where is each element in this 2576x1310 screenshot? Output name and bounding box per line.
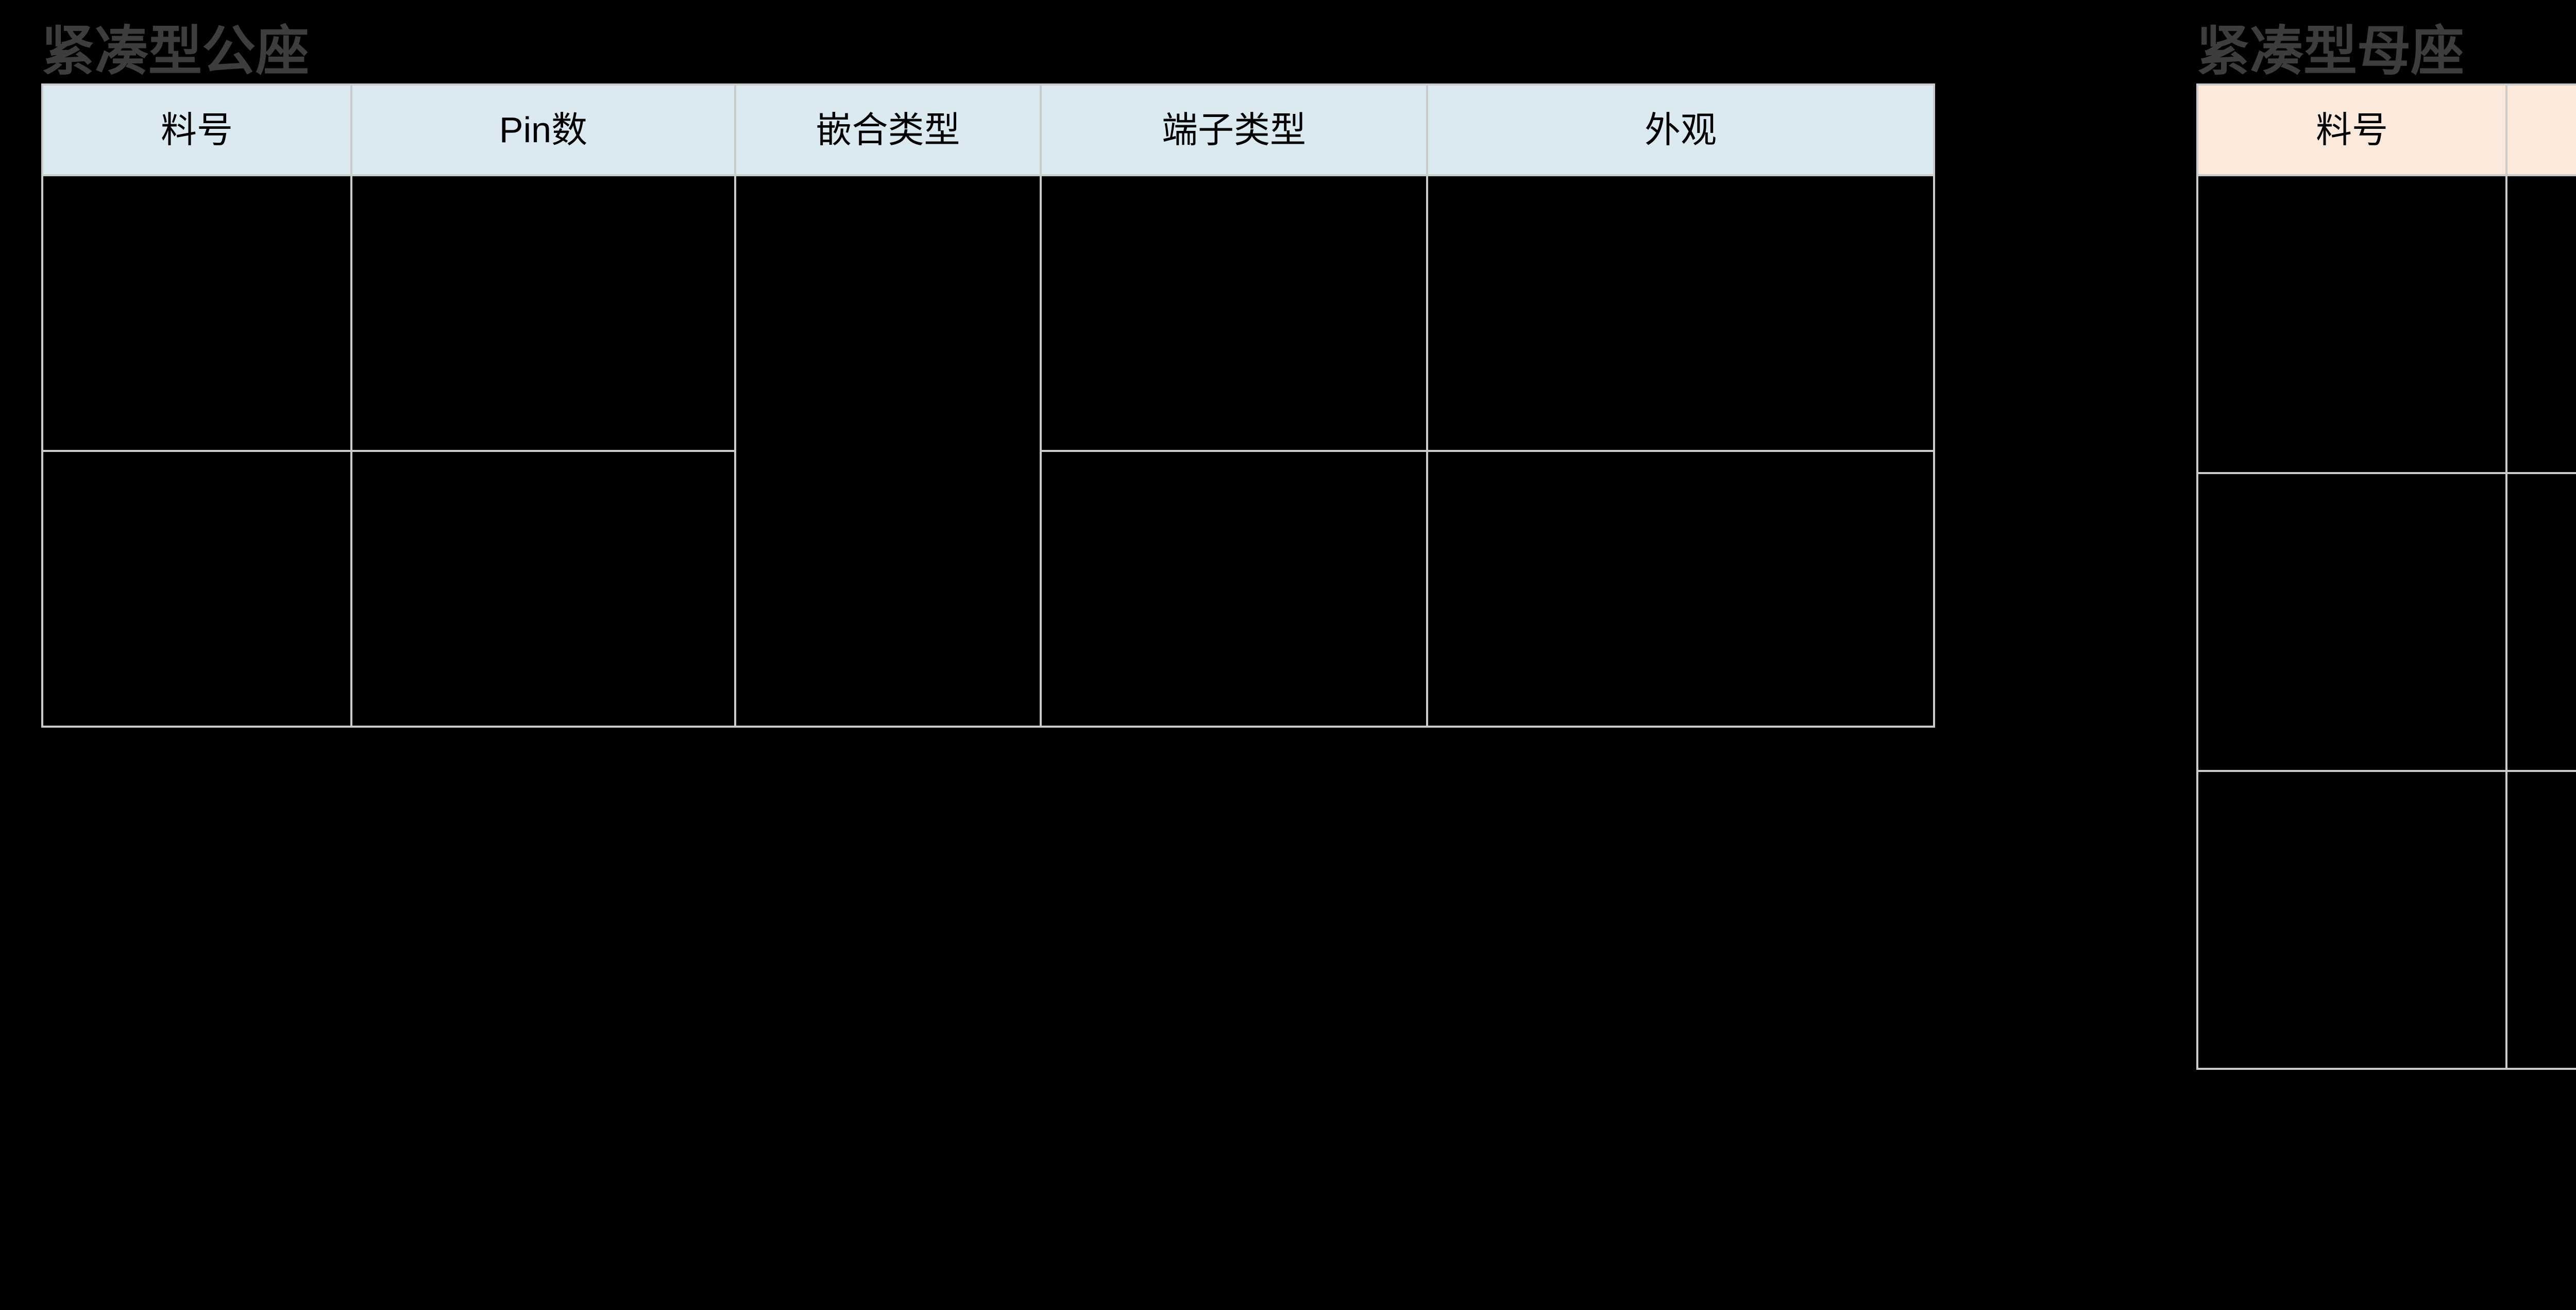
cell-part-no[interactable] [41,450,352,728]
cell-terminal-type[interactable] [1040,450,1428,728]
cell-part-no[interactable] [2196,472,2507,772]
table-row[interactable] [2196,472,2576,772]
column-header-pin-count[interactable]: Pin数 [350,83,736,176]
cell-appearance[interactable] [1426,174,1935,452]
panel-compact-female: 紧凑型母座 料号 Pin数 嵌合类型 外观 [2156,0,2576,1070]
cell-terminal-type[interactable] [1040,174,1428,452]
cell-pin-count[interactable] [350,450,736,728]
column-header-appearance[interactable]: 外观 [1426,83,1935,176]
panel-title-female: 紧凑型母座 [2196,22,2465,81]
table-body-female [2196,174,2576,1070]
table-row[interactable] [41,174,1935,728]
header-row: 料号 Pin数 嵌合类型 外观 [2196,83,2576,176]
cell-appearance[interactable] [1426,450,1935,728]
column-header-mating-type[interactable]: 嵌合类型 [734,83,1042,176]
spec-table-female: 料号 Pin数 嵌合类型 外观 [2196,83,2576,1070]
panel-compact-male: 紧凑型公座 料号 Pin数 嵌合类型 端子类型 外观 [0,0,1937,728]
panel-title-male: 紧凑型公座 [41,22,310,81]
cell-pin-count[interactable] [2505,770,2576,1070]
cell-pin-count[interactable] [2505,472,2576,772]
header-row: 料号 Pin数 嵌合类型 端子类型 外观 [41,83,1935,176]
column-header-part-no[interactable]: 料号 [41,83,352,176]
cell-pin-count[interactable] [2505,174,2576,474]
column-header-terminal-type[interactable]: 端子类型 [1040,83,1428,176]
table-body-male [41,174,1935,728]
cell-pin-count[interactable] [350,174,736,452]
table-row[interactable] [2196,770,2576,1070]
spec-table-male: 料号 Pin数 嵌合类型 端子类型 外观 [41,83,1935,728]
cell-mating-type-merged[interactable] [734,174,1042,728]
cell-part-no[interactable] [41,174,352,452]
table-row[interactable] [41,450,1935,728]
column-header-part-no[interactable]: 料号 [2196,83,2507,176]
cell-part-no[interactable] [2196,770,2507,1070]
table-header-female: 料号 Pin数 嵌合类型 外观 [2196,83,2576,176]
column-header-pin-count[interactable]: Pin数 [2505,83,2576,176]
cell-part-no[interactable] [2196,174,2507,474]
table-row[interactable] [2196,174,2576,474]
table-header-male: 料号 Pin数 嵌合类型 端子类型 外观 [41,83,1935,176]
